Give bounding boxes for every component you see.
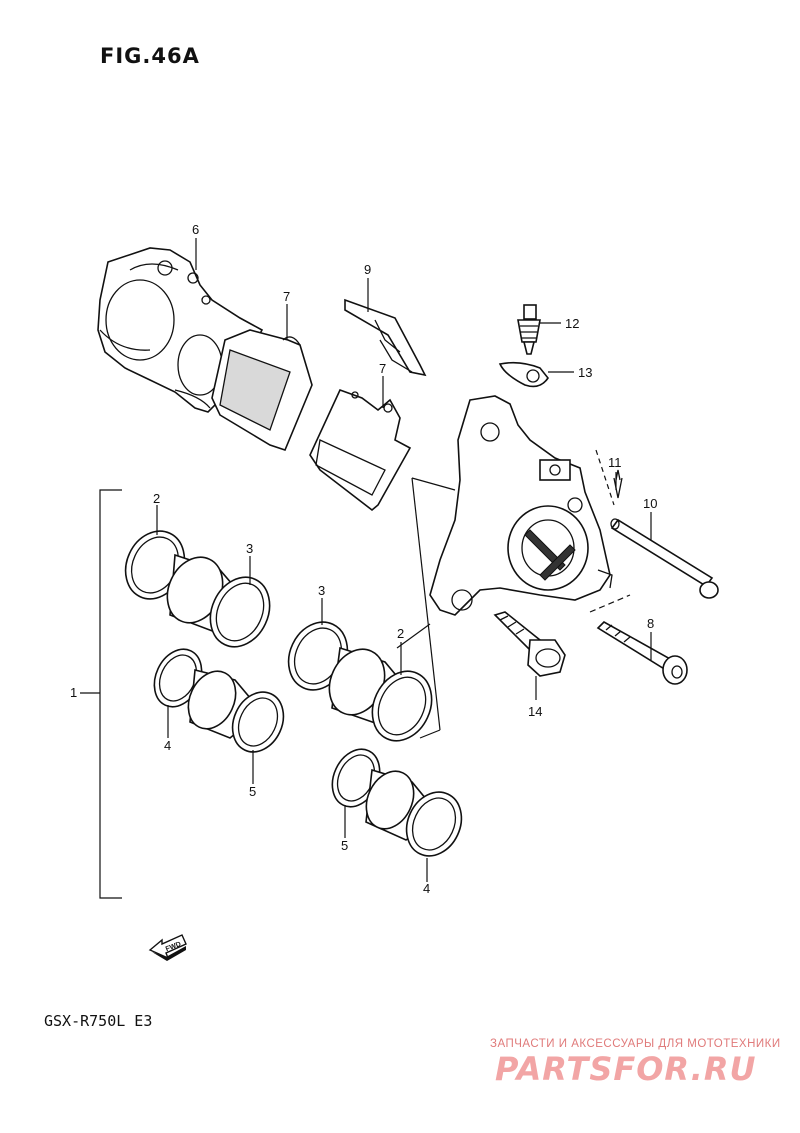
model-label: GSX-R750L E3: [44, 1012, 153, 1030]
callout-3b: 3: [318, 583, 325, 598]
callout-5b: 5: [341, 838, 348, 853]
callout-7a: 7: [283, 289, 290, 304]
callout-10: 10: [643, 496, 657, 511]
piston-seal-lower-right: [405, 791, 463, 857]
callout-3a: 3: [246, 541, 253, 556]
brake-pad-upper: [211, 329, 313, 451]
piston-seal-middle: [371, 670, 433, 742]
bleeder-valve: [517, 304, 541, 355]
pad-spring: [344, 298, 427, 377]
watermark-logo: PARTSFOR.RU: [495, 1050, 757, 1088]
callout-2a: 2: [153, 491, 160, 506]
callout-5a: 5: [249, 784, 256, 799]
kit-bracket: [99, 489, 122, 899]
figure-title: FIG.46A: [100, 44, 200, 68]
brake-pad-lower: [309, 388, 412, 512]
callout-9: 9: [364, 262, 371, 277]
callout-14: 14: [528, 704, 542, 719]
piston-seal-lower-left: [231, 691, 285, 753]
callout-4b: 4: [423, 881, 430, 896]
piston-seal-upper-left: [209, 576, 271, 648]
callout-13: 13: [578, 365, 592, 380]
bleeder-cap: [498, 361, 549, 388]
callout-4a: 4: [164, 738, 171, 753]
callout-8: 8: [647, 616, 654, 631]
callout-2b: 2: [397, 626, 404, 641]
callout-11: 11: [608, 455, 622, 470]
mounting-bolt: [493, 611, 566, 677]
leader-lines: [156, 238, 652, 882]
callout-12: 12: [565, 316, 579, 331]
caliper-bracket: [429, 395, 613, 616]
callout-numbers: 1 2 2 3 3 4 4 5 5 6 7 7 8 9 10 11 12 13 …: [70, 222, 657, 896]
caliper-bolt: [596, 621, 688, 685]
slide-pin: [610, 518, 719, 599]
watermark-tagline: ЗАПЧАСТИ И АКСЕССУАРЫ ДЛЯ МОТОТЕХНИКИ: [490, 1038, 781, 1050]
callout-1: 1: [70, 685, 77, 700]
fwd-arrow-icon: FWD: [148, 934, 187, 961]
callout-7b: 7: [379, 361, 386, 376]
clip-pin: [613, 469, 623, 499]
callout-6: 6: [192, 222, 199, 237]
